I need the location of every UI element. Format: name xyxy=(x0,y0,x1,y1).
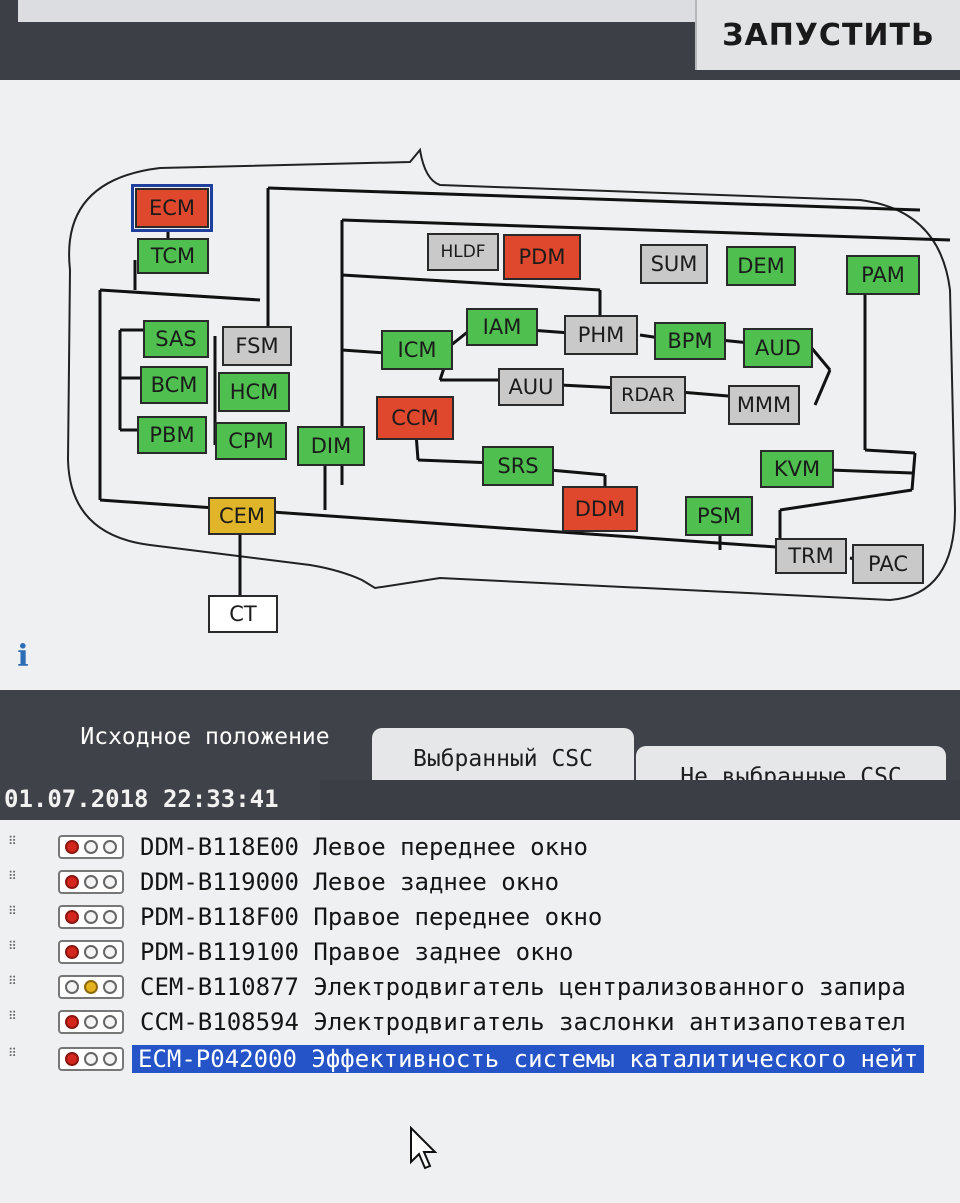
status-lamp-indicator xyxy=(58,870,124,894)
status-lamp xyxy=(102,1015,117,1029)
node-pac[interactable]: PAC xyxy=(852,544,924,584)
status-lamp xyxy=(83,840,98,854)
fault-row[interactable]: ⠿ CEM-B110877 Электродвигатель централизо… xyxy=(0,970,960,1004)
session-datetime-bar: 01.07.2018 22:33:41 xyxy=(0,780,960,820)
node-mmm[interactable]: MMM xyxy=(728,385,800,425)
fault-description[interactable]: PDM-B118F00 Правое переднее окно xyxy=(140,903,603,931)
drag-handle-icon[interactable]: ⠿ xyxy=(8,904,17,918)
tab-bar: Исходное положение Выбранный CSC Не выбр… xyxy=(0,690,960,820)
date-bar-fill xyxy=(320,780,960,820)
run-button[interactable]: ЗАПУСТИТЬ xyxy=(695,0,960,70)
node-pdm[interactable]: PDM xyxy=(503,234,581,280)
node-dem[interactable]: DEM xyxy=(726,246,796,286)
fault-list: ⠿ DDM-B118E00 Левое переднее окно ⠿ DDM-B11… xyxy=(0,820,960,1120)
drag-handle-icon[interactable]: ⠿ xyxy=(8,1009,17,1023)
drag-handle-icon[interactable]: ⠿ xyxy=(8,939,17,953)
status-lamp xyxy=(65,910,80,924)
node-psm[interactable]: PSM xyxy=(685,496,753,536)
node-tcm[interactable]: TCM xyxy=(137,238,209,274)
status-lamp xyxy=(83,1015,98,1029)
status-lamp xyxy=(65,980,80,994)
node-sas[interactable]: SAS xyxy=(143,320,209,358)
tab-initial-position[interactable]: Исходное положение xyxy=(40,706,370,768)
node-sum[interactable]: SUM xyxy=(640,244,708,284)
node-dim[interactable]: DIM xyxy=(297,426,365,466)
fault-description[interactable]: PDM-B119100 Правое заднее окно xyxy=(140,938,574,966)
fault-description[interactable]: CEM-B110877 Электродвигатель централизов… xyxy=(140,973,906,1001)
status-lamp xyxy=(102,910,117,924)
status-lamp-indicator xyxy=(58,1010,124,1034)
node-iam[interactable]: IAM xyxy=(466,308,538,346)
fault-row[interactable]: ⠿ DDM-B118E00 Левое переднее окно xyxy=(0,830,960,864)
status-lamp xyxy=(102,980,117,994)
fault-row[interactable]: ⠿ CCM-B108594 Электродвигатель заслонки а… xyxy=(0,1005,960,1039)
status-lamp-indicator xyxy=(58,835,124,859)
status-lamp xyxy=(83,1052,98,1066)
status-lamp xyxy=(102,1052,117,1066)
tab-selected-csc[interactable]: Выбранный CSC xyxy=(372,728,634,790)
status-lamp xyxy=(83,980,98,994)
node-trm[interactable]: TRM xyxy=(775,538,847,574)
drag-handle-icon[interactable]: ⠿ xyxy=(8,869,17,883)
status-lamp-indicator xyxy=(58,940,124,964)
node-rdar[interactable]: RDAR xyxy=(610,376,686,414)
fault-description[interactable]: ECM-P042000 Эффективность системы катали… xyxy=(132,1045,925,1073)
status-lamp xyxy=(83,945,98,959)
node-auu[interactable]: AUU xyxy=(498,368,564,406)
node-hcm[interactable]: HCM xyxy=(218,372,290,412)
fault-row[interactable]: ⠿ PDM-B119100 Правое заднее окно xyxy=(0,935,960,969)
status-lamp xyxy=(65,945,80,959)
fault-row[interactable]: ⠿ ECM-P042000 Эффективность системы катал… xyxy=(0,1042,960,1076)
status-lamp xyxy=(83,875,98,889)
status-lamp xyxy=(83,910,98,924)
node-hldf[interactable]: HLDF xyxy=(427,233,499,271)
fault-row[interactable]: ⠿ DDM-B119000 Левое заднее окно xyxy=(0,865,960,899)
status-lamp xyxy=(102,840,117,854)
node-icm[interactable]: ICM xyxy=(381,330,453,370)
info-icon[interactable]: i xyxy=(17,639,29,674)
node-ccm[interactable]: CCM xyxy=(376,396,454,440)
node-fsm[interactable]: FSM xyxy=(222,326,292,366)
node-pbm[interactable]: PBM xyxy=(137,416,207,454)
node-ddm[interactable]: DDM xyxy=(562,486,638,532)
session-datetime: 01.07.2018 22:33:41 xyxy=(4,785,279,813)
fault-description[interactable]: DDM-B118E00 Левое переднее окно xyxy=(140,833,588,861)
node-srs[interactable]: SRS xyxy=(482,446,554,486)
node-bcm[interactable]: BCM xyxy=(140,366,208,404)
node-aud[interactable]: AUD xyxy=(743,328,813,368)
fault-description[interactable]: DDM-B119000 Левое заднее окно xyxy=(140,868,560,896)
node-cpm[interactable]: CPM xyxy=(215,422,287,460)
drag-handle-icon[interactable]: ⠿ xyxy=(8,834,17,848)
status-lamp xyxy=(65,1052,80,1066)
node-kvm[interactable]: KVM xyxy=(760,450,834,488)
status-lamp-indicator xyxy=(58,1047,124,1071)
fault-description[interactable]: CCM-B108594 Электродвигатель заслонки ан… xyxy=(140,1008,906,1036)
status-lamp-indicator xyxy=(58,905,124,929)
status-lamp xyxy=(102,875,117,889)
node-cem[interactable]: CEM xyxy=(208,497,276,535)
node-pam[interactable]: PAM xyxy=(846,255,920,295)
status-lamp xyxy=(65,875,80,889)
status-lamp xyxy=(65,840,80,854)
drag-handle-icon[interactable]: ⠿ xyxy=(8,974,17,988)
node-bpm[interactable]: BPM xyxy=(654,322,726,360)
status-lamp xyxy=(65,1015,80,1029)
node-ecm[interactable]: ECM xyxy=(131,184,213,232)
fault-row[interactable]: ⠿ PDM-B118F00 Правое переднее окно xyxy=(0,900,960,934)
node-ct[interactable]: CT xyxy=(208,595,278,633)
drag-handle-icon[interactable]: ⠿ xyxy=(8,1046,17,1060)
node-phm[interactable]: PHM xyxy=(564,315,638,355)
top-toolbar: ЗАПУСТИТЬ xyxy=(0,0,960,80)
mouse-cursor-icon xyxy=(410,1126,438,1170)
network-diagram: ECM TCM SAS FSM BCM HCM PBM CPM DIM CEM … xyxy=(40,140,960,650)
status-lamp xyxy=(102,945,117,959)
status-lamp-indicator xyxy=(58,975,124,999)
